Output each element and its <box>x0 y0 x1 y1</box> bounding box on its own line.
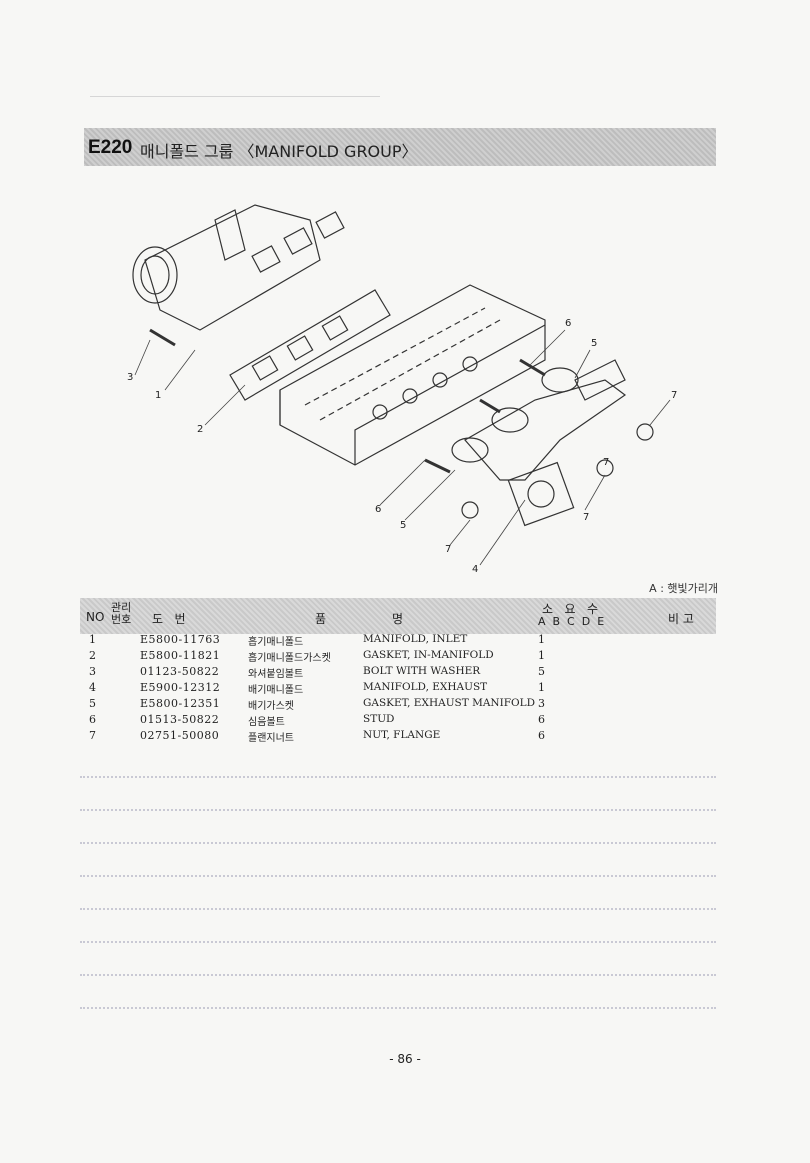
table-row: 1 E5800-11763 흡기매니폴드 MANIFOLD, INLET 1 <box>80 632 716 648</box>
row-part-number: E5800-11763 <box>140 633 221 646</box>
row-quantity: 1 <box>538 681 545 694</box>
callout-7c: 7 <box>445 544 451 555</box>
cylinder-head-drawing <box>279 284 546 466</box>
callout-2: 2 <box>197 424 203 435</box>
flange-nut-drawing <box>636 423 654 441</box>
section-code: E220 <box>88 137 133 158</box>
row-part-number: E5800-12351 <box>140 697 221 710</box>
row-quantity: 6 <box>538 729 545 742</box>
inlet-gasket-drawing <box>229 289 391 401</box>
header-name: 명 <box>392 612 404 626</box>
row-no: 6 <box>89 713 96 726</box>
callout-6b: 6 <box>565 318 571 329</box>
row-english-name: BOLT WITH WASHER <box>363 665 481 677</box>
row-english-name: STUD <box>363 713 395 725</box>
table-row: 6 01513-50822 심음볼트 STUD 6 <box>80 712 716 728</box>
row-no: 3 <box>89 665 96 678</box>
table-row: 7 02751-50080 플랜지너트 NUT, FLANGE 6 <box>80 728 716 744</box>
parts-table-header: NO 관리 번호 도 번 품 명 소 요 수 A B C D E 비 고 <box>80 598 716 634</box>
row-korean-name: 심음볼트 <box>248 717 285 728</box>
row-english-name: NUT, FLANGE <box>363 729 441 741</box>
inlet-manifold-drawing <box>144 204 321 331</box>
row-english-name: MANIFOLD, INLET <box>363 633 468 645</box>
top-scan-rule <box>90 96 380 97</box>
table-row: 2 E5800-11821 흡기매니폴드가스켓 GASKET, IN-MANIFOLD… <box>80 648 716 664</box>
callout-6a: 6 <box>375 504 381 515</box>
callout-5a: 5 <box>400 520 406 531</box>
title-bar <box>84 128 716 166</box>
row-no: 4 <box>89 681 96 694</box>
row-part-number: E5800-11821 <box>140 649 221 662</box>
header-mgmt-bottom: 번호 <box>111 613 132 626</box>
callout-7a: 7 <box>671 390 677 401</box>
header-mgmt-top: 관리 <box>111 601 132 614</box>
row-korean-name: 배기가스켓 <box>248 701 294 712</box>
callout-1: 1 <box>155 390 161 401</box>
callout-7b: 7 <box>583 512 589 523</box>
table-row: 5 E5800-12351 배기가스켓 GASKET, EXHAUST MANIFOL… <box>80 696 716 712</box>
section-title: 매니폴드 그룹 〈MANIFOLD GROUP〉 <box>140 142 418 161</box>
exploded-parts-diagram: 1 2 3 4 5 5 6 6 7 7 7 7 <box>127 204 677 575</box>
row-english-name: MANIFOLD, EXHAUST <box>363 681 488 693</box>
row-korean-name: 배기매니폴드 <box>248 685 304 696</box>
exhaust-manifold-drawing <box>464 379 627 481</box>
row-korean-name: 흡기매니폴드 <box>248 637 304 648</box>
table-row: 4 E5900-12312 배기매니폴드 MANIFOLD, EXHAUST 1 <box>80 680 716 696</box>
callout-4: 4 <box>472 564 478 575</box>
stud-drawing <box>424 358 546 474</box>
callout-3: 3 <box>127 372 133 383</box>
header-no: NO <box>86 610 105 624</box>
row-no: 5 <box>89 697 96 710</box>
header-qty-cols: A B C D E <box>538 615 605 628</box>
row-quantity: 3 <box>538 697 545 710</box>
row-part-number: 01513-50822 <box>140 713 220 726</box>
row-korean-name: 흡기매니폴드가스켓 <box>248 653 331 664</box>
bolt-drawing <box>149 328 176 347</box>
blank-table-lines <box>80 745 716 1009</box>
row-english-name: GASKET, IN-MANIFOLD <box>363 649 494 661</box>
header-item: 품 <box>315 612 327 626</box>
header-drawing-no: 도 번 <box>152 612 186 626</box>
header-remarks: 비 고 <box>668 612 694 626</box>
table-row: 3 01123-50822 와셔붙임볼트 BOLT WITH WASHER 5 <box>80 664 716 680</box>
callout-7d: 7 <box>603 457 609 468</box>
row-quantity: 1 <box>538 649 545 662</box>
row-english-name: GASKET, EXHAUST MANIFOLD <box>363 697 536 709</box>
page-number: - 86 - <box>389 1052 421 1066</box>
legend-note: A : 햇빛가리개 <box>649 582 718 595</box>
row-no: 2 <box>89 649 96 662</box>
row-korean-name: 와셔붙임볼트 <box>248 669 304 680</box>
row-korean-name: 플랜지너트 <box>248 733 294 744</box>
callout-5b: 5 <box>591 338 597 349</box>
row-part-number: E5900-12312 <box>140 681 221 694</box>
row-quantity: 1 <box>538 633 545 646</box>
row-quantity: 6 <box>538 713 545 726</box>
row-no: 7 <box>89 729 96 742</box>
row-part-number: 02751-50080 <box>140 729 220 742</box>
row-part-number: 01123-50822 <box>140 665 220 678</box>
header-qty: 소 요 수 <box>542 602 599 616</box>
row-no: 1 <box>89 633 96 646</box>
row-quantity: 5 <box>538 665 545 678</box>
